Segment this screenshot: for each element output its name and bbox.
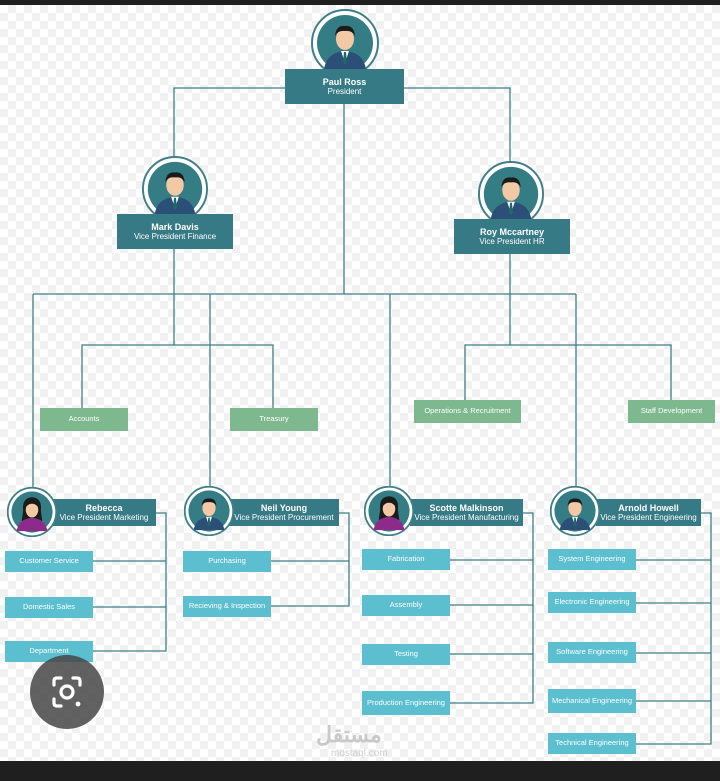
vp-engineering-box: Arnold Howell Vice President Engineering [596, 499, 701, 526]
president-title: President [327, 87, 362, 97]
arnold-item-3: Mechanical Engineering [548, 689, 636, 713]
vp-marketing-name: Rebecca [85, 502, 123, 513]
rebecca-item-0: Customer Service [5, 551, 93, 572]
vp-hr-avatar-icon [478, 161, 544, 227]
vp-procurement-name: Neil Young [260, 502, 308, 513]
scotte-item-0: Fabrication [362, 549, 450, 570]
vp-engineering-title: Vice President Engineering [600, 513, 697, 523]
vp-finance-title: Vice President Finance [133, 232, 217, 242]
president-avatar-icon [311, 9, 379, 77]
president-name: Paul Ross [322, 76, 367, 87]
vp-marketing-title: Vice President Marketing [59, 513, 149, 523]
arnold-item-4: Technical Engineering [548, 733, 636, 754]
vp-hr-box: Roy Mccartney Vice President HR [454, 219, 570, 254]
arnold-item-2: Software Engineering [548, 642, 636, 663]
dept-operations-recruitment: Operations & Recruitment [414, 400, 521, 423]
top-bar [0, 0, 720, 5]
vp-manufacturing-name: Scotte Malkinson [429, 502, 504, 513]
vp-procurement-box: Neil Young Vice President Procurement [229, 499, 339, 526]
vp-engineering-avatar-icon [550, 486, 600, 536]
google-lens-button[interactable] [30, 655, 104, 729]
vp-finance-box: Mark Davis Vice President Finance [117, 214, 233, 249]
neil-item-0: Purchasing [183, 551, 271, 572]
rebecca-item-1: Domestic Sales [5, 597, 93, 618]
arnold-item-0: System Engineering [548, 549, 636, 570]
vp-finance-avatar-icon [142, 156, 208, 222]
watermark-logo: مستقل [316, 722, 382, 747]
dept-treasury: Treasury [230, 408, 318, 431]
bottom-bar [0, 761, 720, 781]
arnold-item-1: Electronic Engineering [548, 592, 636, 613]
scotte-item-1: Assembly [362, 595, 450, 616]
vp-manufacturing-title: Vice President Manufacturing [414, 513, 519, 523]
dept-accounts: Accounts [40, 408, 128, 431]
org-chart-canvas [0, 5, 720, 761]
vp-hr-name: Roy Mccartney [479, 226, 545, 237]
vp-engineering-name: Arnold Howell [618, 502, 679, 513]
vp-marketing-box: Rebecca Vice President Marketing [52, 499, 156, 526]
scotte-item-2: Testing [362, 644, 450, 665]
vp-manufacturing-box: Scotte Malkinson Vice President Manufact… [410, 499, 523, 526]
vp-finance-name: Mark Davis [151, 221, 199, 232]
vp-hr-title: Vice President HR [479, 237, 545, 247]
google-lens-icon [52, 676, 82, 708]
watermark-url: mostaql.com [331, 748, 388, 759]
vp-procurement-avatar-icon [184, 486, 234, 536]
scotte-item-3: Production Engineering [362, 691, 450, 715]
vp-procurement-title: Vice President Procurement [234, 513, 334, 523]
vp-manufacturing-avatar-icon [364, 486, 414, 536]
vp-marketing-avatar-icon [7, 487, 57, 537]
neil-item-1: Recieving & Inspection [183, 596, 271, 617]
dept-staff-development: Staff Development [628, 400, 715, 423]
president-box: Paul Ross President [285, 69, 404, 104]
